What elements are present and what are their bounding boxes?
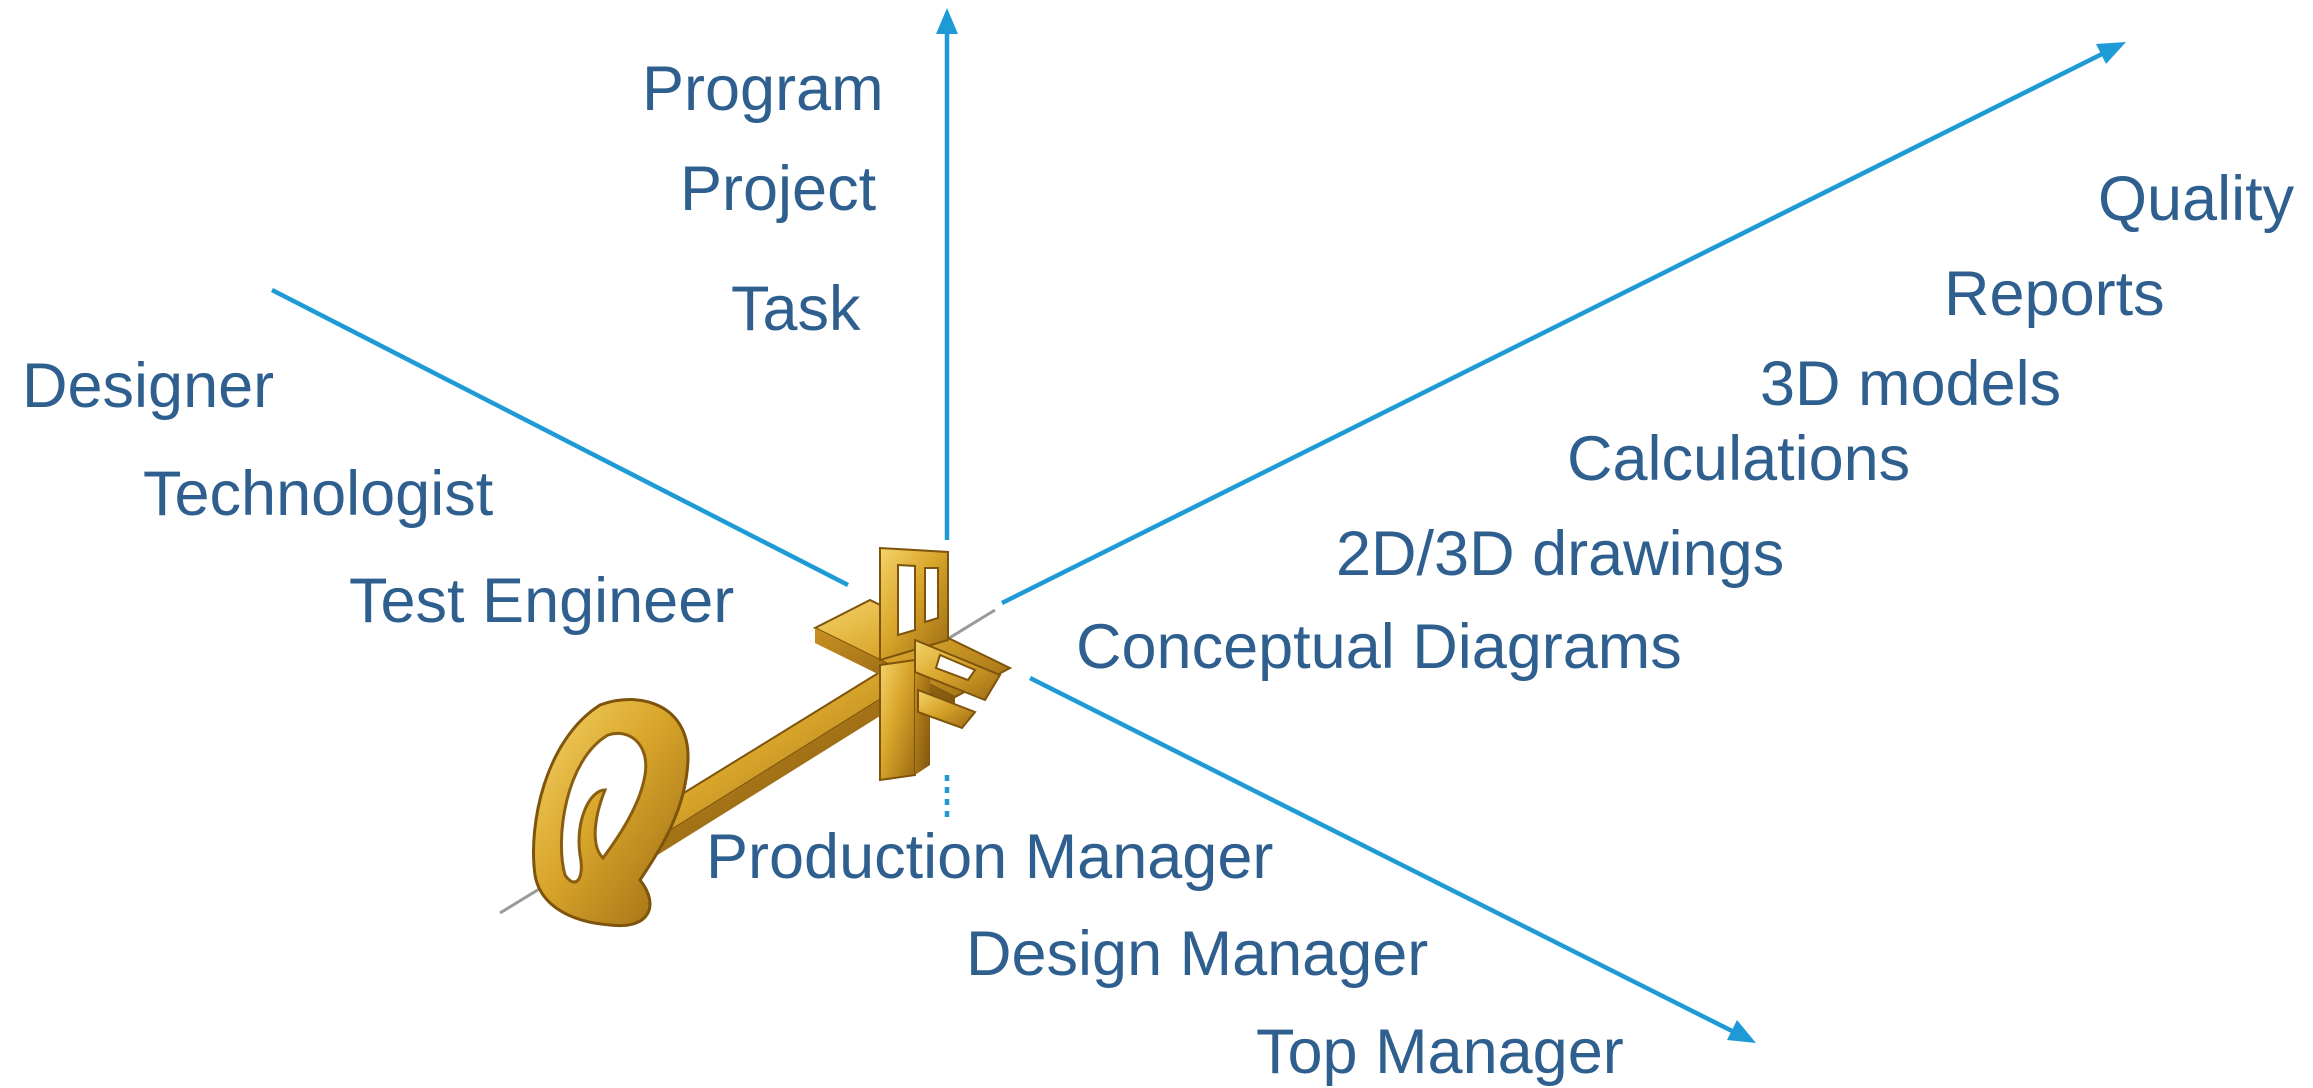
label-calculations: Calculations xyxy=(1567,424,1910,494)
label-program: Program xyxy=(642,54,884,124)
label-designer: Designer xyxy=(22,351,274,421)
vertical-axis xyxy=(936,8,958,818)
label-top-manager: Top Manager xyxy=(1256,1017,1624,1087)
label-2d-3d-drawings: 2D/3D drawings xyxy=(1336,519,1784,589)
label-project: Project xyxy=(680,154,877,224)
label-3d-models: 3D models xyxy=(1760,349,2061,419)
managers-axis-arrowhead xyxy=(1727,1020,1756,1043)
label-production-manager: Production Manager xyxy=(706,822,1273,892)
vertical-axis-arrowhead xyxy=(936,8,958,34)
golden-key-icon xyxy=(532,546,1013,928)
label-design-manager: Design Manager xyxy=(966,919,1428,989)
deliverables-axis xyxy=(1000,42,2126,606)
label-test-engineer: Test Engineer xyxy=(349,566,734,636)
label-conceptual-diagrams: Conceptual Diagrams xyxy=(1076,612,1682,682)
roles-axis xyxy=(270,287,850,588)
label-task: Task xyxy=(731,274,861,344)
managers-axis xyxy=(1028,675,1756,1043)
label-technologist: Technologist xyxy=(143,459,494,529)
label-reports: Reports xyxy=(1944,259,2165,329)
label-quality: Quality xyxy=(2098,164,2295,234)
deliverables-axis-arrowhead xyxy=(2096,42,2126,64)
